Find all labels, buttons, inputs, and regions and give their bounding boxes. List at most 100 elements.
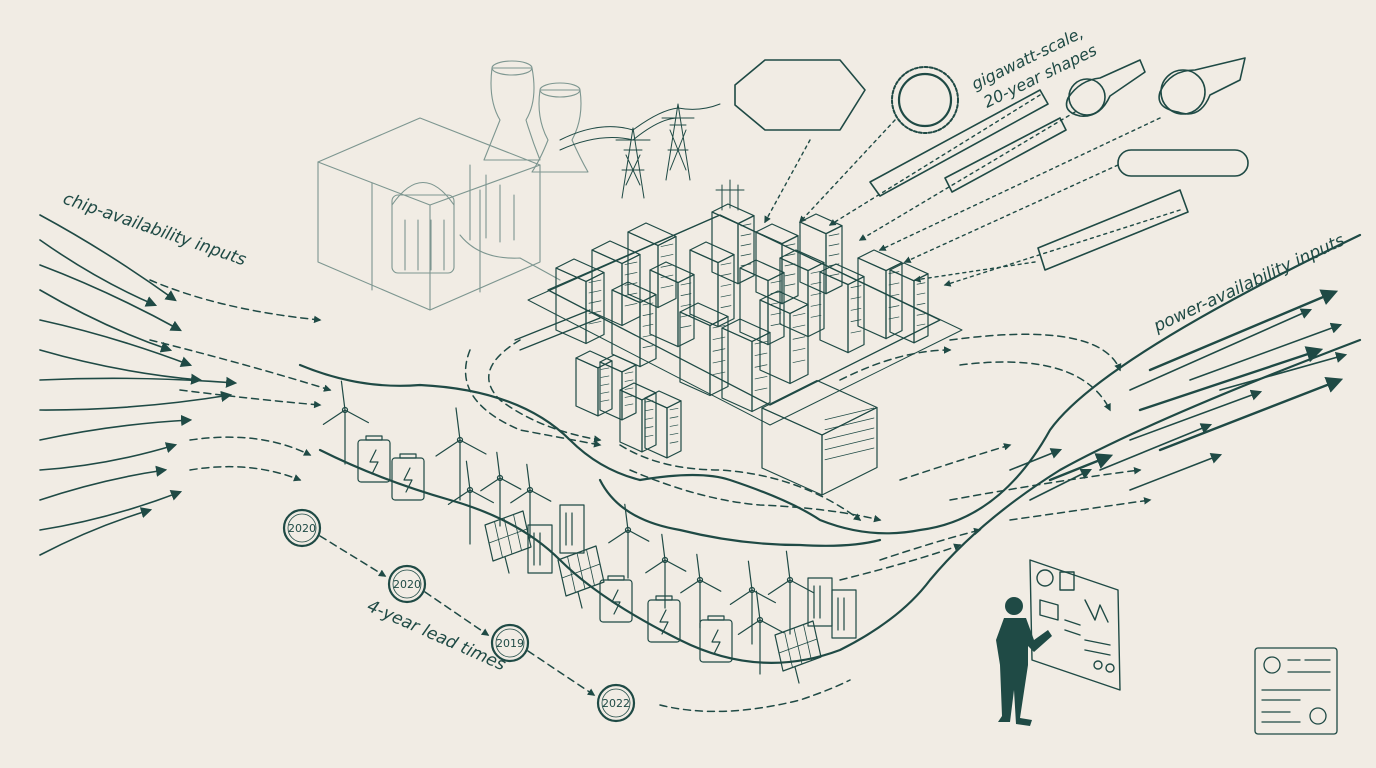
chip-arrow: [39, 507, 153, 556]
capsule-arrow-2: [944, 117, 1067, 193]
storage-rack-icon: [559, 504, 585, 554]
transmission-lines: [559, 103, 745, 211]
server-rack-icon: [819, 263, 865, 354]
battery-icon: [599, 575, 633, 623]
dashed-arrow: [879, 527, 982, 561]
server-rack-icon: [575, 350, 613, 417]
dashed-arrow: [1009, 497, 1152, 521]
timeline-year: 2020: [288, 522, 316, 535]
server-rack-icon: [649, 261, 695, 348]
wind-turbine-icon: [767, 550, 814, 635]
leader-arrow: [878, 117, 1161, 251]
capsule-arrow-1: [869, 89, 1049, 197]
power-arrow: [1189, 322, 1343, 381]
capsule-3: [1065, 59, 1146, 117]
storage-rack-icon: [807, 577, 833, 627]
wind-turbine-icon: [737, 590, 784, 675]
symbol-hexagon: [734, 59, 866, 131]
power-arrow: [1129, 453, 1223, 491]
dashed-arrow: [488, 339, 602, 443]
wind-turbine-icon: [447, 460, 494, 545]
timeline-link: [527, 650, 596, 696]
dashed-arrow: [464, 349, 602, 448]
control-panel-icon: [1029, 559, 1121, 691]
server-rack-icon: [889, 262, 929, 344]
leader-arrow: [828, 94, 1041, 226]
nuclear-plant: [317, 60, 589, 311]
wind-turbine-icon: [322, 380, 369, 465]
dashed-arrow: [149, 339, 332, 392]
legend-card: [1254, 647, 1338, 735]
server-racks: [555, 203, 929, 496]
server-rack-icon: [619, 382, 657, 453]
chip-arrow: [39, 239, 158, 307]
server-rack-icon: [679, 302, 729, 397]
storage-rack-icon: [527, 524, 553, 574]
power-inputs-label: power-availability inputs: [1150, 230, 1348, 337]
leader-arrow: [903, 164, 1119, 263]
power-arrow: [1158, 377, 1344, 452]
dashed-arrow: [949, 333, 1122, 372]
power-arrow: [1099, 423, 1213, 471]
wind-turbine-icon: [680, 553, 722, 629]
solar-panel-icon: [774, 620, 822, 684]
dashed-arrow: [949, 467, 1142, 501]
chip-arrow: [39, 414, 193, 441]
wind-turbine-icon: [729, 560, 776, 645]
chip-arrow: [39, 319, 193, 368]
power-arrows: [1009, 289, 1348, 501]
chip-arrow: [39, 376, 238, 388]
wind-turbine-icon: [645, 533, 687, 609]
battery-icon: [647, 595, 681, 643]
capsule-5: [1117, 149, 1249, 177]
timeline-year-badge: 2020: [282, 508, 322, 548]
server-cabinet-icon: [761, 379, 878, 496]
server-rack-icon: [591, 240, 641, 327]
leader-arrow: [858, 111, 1076, 241]
chip-arrow: [39, 349, 203, 385]
leader-arrow: [913, 261, 1036, 283]
gigawatt-shapes: [734, 57, 1249, 271]
engineer-station: [996, 559, 1121, 726]
power-arrow: [1129, 389, 1263, 441]
server-rack-icon: [755, 223, 799, 305]
power-arrow: [1129, 308, 1313, 391]
chip-arrow: [39, 465, 168, 501]
server-rack-icon: [599, 354, 637, 421]
chip-arrow: [39, 214, 177, 302]
capsule-4: [1158, 57, 1246, 115]
timeline: 2020 2020 2019 2022: [282, 508, 851, 723]
server-rack-icon: [611, 281, 657, 368]
wind-turbine-icon: [608, 503, 650, 579]
chip-arrows: [39, 214, 238, 556]
gear-badge-icon: [891, 66, 959, 134]
battery-icon: [699, 615, 733, 663]
dashed-arrow: [179, 389, 322, 409]
timeline-year-badge: 2022: [596, 683, 636, 723]
server-rack-icon: [759, 290, 809, 385]
capsule-6: [1037, 189, 1189, 271]
timeline-year: 2019: [496, 637, 524, 650]
server-rack-icon: [689, 241, 735, 328]
dashed-arrow: [189, 465, 302, 482]
server-rack-icon: [711, 203, 755, 285]
server-rack-icon: [555, 258, 605, 345]
leader-arrow: [764, 139, 811, 224]
dashed-arrow: [959, 361, 1111, 412]
power-arrow: [1138, 346, 1324, 412]
solar-panel-icon: [557, 545, 605, 609]
power-arrow: [1009, 448, 1063, 471]
cooling-tower-icon: [483, 60, 589, 173]
timeline-year: 2020: [393, 578, 421, 591]
solar-panel-icon: [484, 510, 532, 574]
timeline-year-badge: 2020: [387, 564, 427, 604]
datacenter-platform: [514, 214, 963, 426]
server-rack-icon: [627, 222, 677, 309]
engineer-silhouette-icon: [996, 597, 1052, 726]
dashed-flows: [149, 279, 1152, 581]
server-rack-icon: [644, 390, 682, 459]
chip-arrow: [39, 264, 182, 332]
storage-rack-icon: [831, 589, 857, 639]
leader-arrows: [764, 94, 1181, 287]
server-rack-icon: [799, 213, 843, 295]
